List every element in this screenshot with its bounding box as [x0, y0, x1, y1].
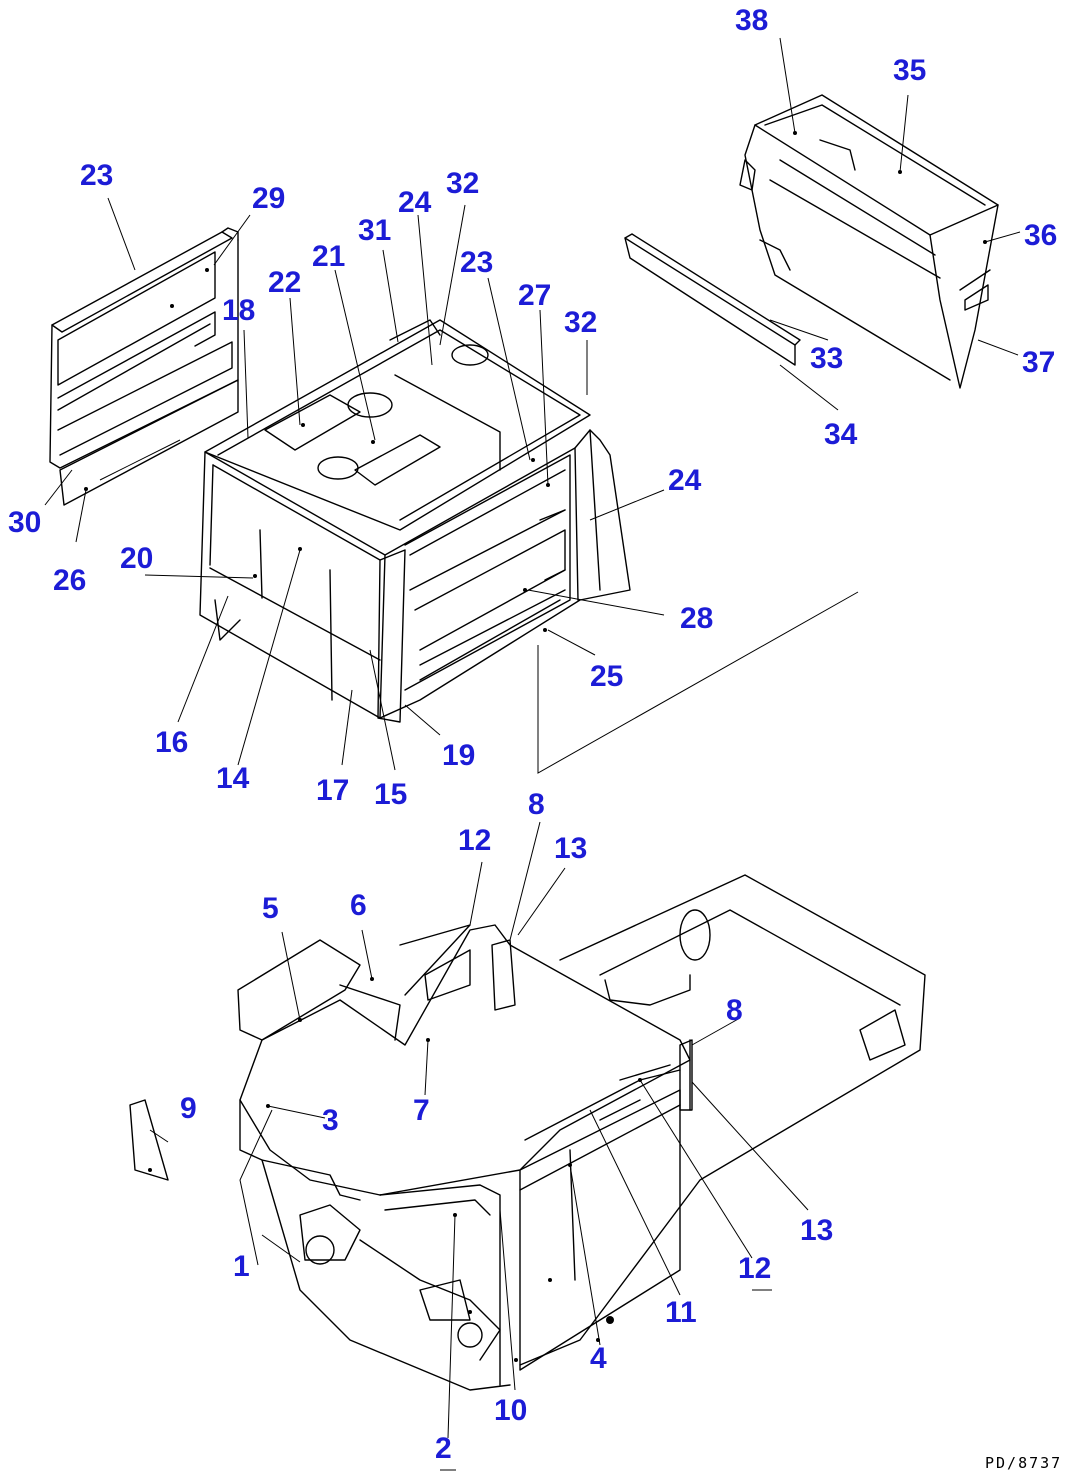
- callout-12-lower[interactable]: 12: [738, 1252, 771, 1285]
- callout-34[interactable]: 34: [824, 418, 858, 451]
- callout-8-lower[interactable]: 8: [726, 994, 743, 1027]
- callout-5[interactable]: 5: [262, 892, 279, 925]
- cover-assembly: [199, 319, 859, 774]
- callout-35[interactable]: 35: [893, 54, 926, 87]
- callout-18[interactable]: 18: [222, 294, 255, 327]
- callout-24-right[interactable]: 24: [668, 464, 702, 497]
- callout-11[interactable]: 11: [665, 1296, 697, 1329]
- callouts: 1 2 3 4 5 6 7 8 8 9 10 11 12 12 13 13 14…: [8, 4, 1057, 1465]
- callout-9[interactable]: 9: [180, 1092, 197, 1125]
- callout-37[interactable]: 37: [1022, 346, 1055, 379]
- callout-19[interactable]: 19: [442, 739, 475, 772]
- callout-36[interactable]: 36: [1024, 219, 1057, 252]
- leader-lines: [44, 37, 1021, 1439]
- callout-23-center[interactable]: 23: [460, 246, 493, 279]
- callout-2[interactable]: 2: [435, 1432, 452, 1465]
- callout-16[interactable]: 16: [155, 726, 188, 759]
- callout-38[interactable]: 38: [735, 4, 768, 37]
- callout-17[interactable]: 17: [316, 774, 349, 807]
- frame-assembly: [129, 874, 926, 1391]
- callout-21[interactable]: 21: [312, 240, 345, 273]
- callout-8-upper[interactable]: 8: [528, 788, 545, 821]
- callout-25[interactable]: 25: [590, 660, 623, 693]
- callout-1[interactable]: 1: [233, 1250, 250, 1283]
- callout-13-upper[interactable]: 13: [554, 832, 587, 865]
- callout-27[interactable]: 27: [518, 279, 551, 312]
- callout-26[interactable]: 26: [53, 564, 86, 597]
- callout-10[interactable]: 10: [494, 1394, 527, 1427]
- callout-30[interactable]: 30: [8, 506, 41, 539]
- callout-32-right[interactable]: 32: [564, 306, 597, 339]
- callout-3[interactable]: 3: [322, 1104, 339, 1137]
- drawing-code: PD/8737: [985, 1454, 1062, 1472]
- callout-33[interactable]: 33: [810, 342, 843, 375]
- callout-23-left[interactable]: 23: [80, 159, 113, 192]
- callout-22[interactable]: 22: [268, 266, 301, 299]
- callout-6[interactable]: 6: [350, 889, 367, 922]
- callout-32-top[interactable]: 32: [446, 167, 479, 200]
- callout-13-lower[interactable]: 13: [800, 1214, 833, 1247]
- callout-7[interactable]: 7: [413, 1094, 430, 1127]
- callout-29[interactable]: 29: [252, 182, 285, 215]
- side-panel-assembly: [49, 227, 239, 506]
- callout-12-upper[interactable]: 12: [458, 824, 491, 857]
- callout-24-top[interactable]: 24: [398, 186, 432, 219]
- callout-28[interactable]: 28: [680, 602, 713, 635]
- callout-14[interactable]: 14: [216, 762, 250, 795]
- callout-20[interactable]: 20: [120, 542, 153, 575]
- callout-4[interactable]: 4: [590, 1342, 607, 1375]
- callout-31[interactable]: 31: [358, 214, 391, 247]
- callout-15[interactable]: 15: [374, 778, 407, 811]
